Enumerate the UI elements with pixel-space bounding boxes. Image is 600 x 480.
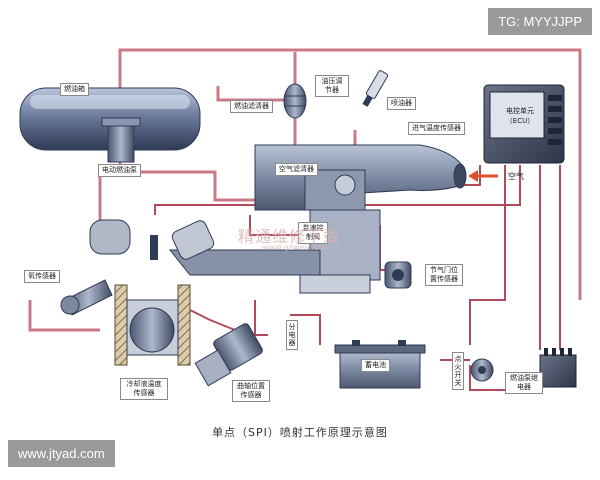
label-pressure-regulator: 油压调节器	[315, 75, 349, 97]
injector-icon	[362, 70, 389, 107]
watermark-top-right: TG: MYYJJPP	[488, 8, 592, 35]
label-ignition-switch: 点火开关	[452, 352, 464, 390]
oxygen-sensor-icon	[60, 279, 113, 316]
label-fuel-filter: 燃油滤清器	[230, 100, 273, 113]
watermark-bottom-left: www.jtyad.com	[8, 440, 115, 467]
ignition-switch-icon	[470, 358, 494, 382]
label-intake-temp-sensor: 进气温度传感器	[408, 122, 465, 135]
label-fuel-pump: 电动燃油泵	[98, 164, 141, 177]
label-oxygen-sensor: 氧传感器	[24, 270, 60, 283]
label-idle-valve: 怠速控制阀	[298, 222, 328, 244]
label-distributor: 分电器	[286, 320, 298, 350]
label-ecu: 电控单元（ECU）	[505, 107, 535, 125]
label-pump-relay: 燃油泵继电器	[505, 372, 543, 394]
throttle-sensor-icon	[384, 261, 412, 289]
center-watermark: 精通维修下载	[238, 227, 341, 246]
label-coolant-sensor: 冷却液温度传感器	[120, 378, 168, 400]
label-battery: 蓄电池	[361, 359, 390, 372]
label-crank-sensor: 曲轴位置传感器	[232, 380, 270, 402]
fuel-filter	[283, 83, 307, 119]
label-fuel-tank: 燃油箱	[60, 83, 89, 96]
ecu	[483, 84, 565, 164]
label-throttle-sensor: 节气门位置传感器	[425, 264, 463, 286]
relay-icon	[539, 348, 577, 388]
distributor-icon	[194, 323, 263, 387]
air-arrow	[468, 170, 498, 182]
center-watermark-url: www.gzweix.com	[262, 243, 331, 252]
label-injector: 喷油器	[387, 97, 416, 110]
intake-manifold	[168, 209, 381, 294]
fuel-tank	[19, 87, 201, 163]
diagram-caption: 单点（SPI）喷射工作原理示意图	[212, 426, 388, 439]
engine	[89, 219, 215, 366]
label-air-filter: 空气滤清器	[275, 163, 318, 176]
intake-duct	[254, 144, 467, 211]
label-air: 空气	[508, 172, 524, 181]
